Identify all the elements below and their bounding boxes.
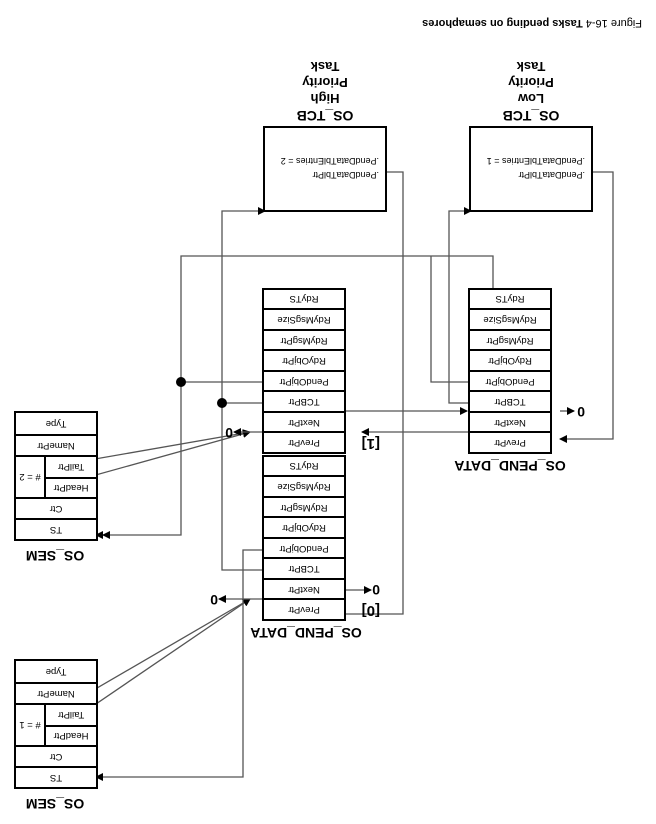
pend-high-1-prevptr: PrevPtr (264, 431, 344, 452)
junction-dot-pendobj (176, 377, 186, 387)
pend-low-tcbptr: TCBPtr (470, 390, 550, 411)
pend-low-rdyts: RdyTS (495, 292, 525, 304)
high0-tcbptr-wire (221, 207, 266, 571)
tcb-low-entries: .PendDataTblEntries = 1 (486, 156, 585, 166)
tcb-low-label: Low Priority Task (469, 58, 593, 106)
null-label-high1-prev: 0 (225, 425, 233, 441)
low-pendobj-wire (430, 256, 470, 383)
tcb-high-label-line-3: Task (310, 59, 340, 74)
tcb-low-label-line-3: Task (516, 59, 546, 74)
os-sem-1-box: TS Ctr HeadPtr TailPtr # = 1 NamePtr Typ… (14, 659, 98, 789)
pend-data-low-entry: PrevPtr NextPtr TCBPtr PendObjPtr RdyObj… (468, 288, 552, 454)
pend-low-rdyobjptr: RdyObjPtr (470, 349, 550, 370)
pend-high-0-rdymsgptr: RdyMsgPtr (264, 496, 344, 517)
os-sem-1-field-ctr: Ctr (16, 745, 96, 766)
tcb-low-label-line-1: Low (518, 91, 544, 106)
pend-data-low-title: OS_PEND_DATA (454, 458, 566, 474)
junction-dot-tcb (217, 398, 227, 408)
pend-high-0-rdyts: RdyTS (289, 459, 319, 471)
figure-label: Figure 16-4 (582, 17, 642, 29)
pend-high-0-pendobjptr: PendObjPtr (264, 537, 344, 558)
os-sem-2-field-nameptr: NamePtr (16, 434, 96, 455)
os-sem-1-count: # = 1 (16, 705, 46, 745)
high0-pendobj-wire (95, 549, 264, 781)
low-tcbptr-wire (448, 207, 472, 404)
pend-high-0-rdymsgsize: RdyMsgSize (264, 475, 344, 496)
pend-data-high-index-1: [1] (361, 435, 380, 452)
tcb-high-label-line-1: High (310, 91, 340, 106)
figure-caption: Figure 16-4 Tasks pending on semaphores (422, 17, 642, 29)
pend-low-rdymsgptr: RdyMsgPtr (470, 329, 550, 350)
tcb-high-entries: .PendDataTblEntries = 2 (280, 156, 379, 166)
pend-high-0-tcbptr: TCBPtr (264, 557, 344, 578)
os-sem-2-field-headptr: HeadPtr (46, 477, 96, 497)
pend-low-pendobjptr: PendObjPtr (470, 370, 550, 391)
null-label-high0-prev: 0 (210, 592, 218, 608)
os-sem-1-field-headptr: HeadPtr (46, 725, 96, 745)
pend-data-high-index-0: [0] (361, 602, 380, 619)
os-sem-2-list-group: HeadPtr TailPtr # = 2 (16, 455, 96, 497)
tcb-low-label-line-2: Priority (508, 75, 554, 90)
pend-data-high-title: OS_PEND_DATA (250, 625, 362, 641)
tcb-low-tbl-wire (559, 171, 614, 443)
tcb-high-tbl-ptr: .PendDataTblPtr (312, 170, 379, 180)
os-sem-1-field-ts: TS (16, 766, 96, 787)
pend-high-1-rdymsgsize: RdyMsgSize (264, 308, 344, 329)
tcb-high-title: OS_TCB (296, 108, 354, 124)
pend-high-1-pendobjptr: PendObjPtr (264, 370, 344, 391)
sem2-type-wire (95, 531, 103, 539)
pend-low-nextptr: NextPtr (470, 411, 550, 432)
tcb-low-box: .PendDataTblPtr .PendDataTblEntries = 1 (469, 126, 593, 212)
pend-high-1-rdyts: RdyTS (289, 292, 319, 304)
os-sem-1-list-group: HeadPtr TailPtr # = 1 (16, 703, 96, 745)
tcb-low-title: OS_TCB (502, 108, 560, 124)
null-label-low-next: 0 (577, 404, 585, 420)
pend-high-1-rdyobjptr: RdyObjPtr (264, 349, 344, 370)
pend-low-rdymsgsize: RdyMsgSize (470, 308, 550, 329)
pend-data-high-entry-1: PrevPtr NextPtr TCBPtr PendObjPtr RdyObj… (262, 288, 346, 454)
pend-high-1-rdymsgptr: RdyMsgPtr (264, 329, 344, 350)
os-sem-1-title: OS_SEM (25, 796, 85, 812)
tcb-low-tbl-ptr: .PendDataTblPtr (518, 170, 585, 180)
tcb-high-label: High Priority Task (263, 58, 387, 106)
os-sem-1-field-tailptr: TailPtr (57, 709, 85, 721)
os-sem-2-field-ctr: Ctr (16, 497, 96, 518)
pend-high-0-nextptr: NextPtr (264, 578, 344, 599)
os-sem-2-box: TS Ctr HeadPtr TailPtr # = 2 NamePtr Typ… (14, 411, 98, 541)
pend-high-0-rdyobjptr: RdyObjPtr (264, 516, 344, 537)
tcb-high-box: .PendDataTblPtr .PendDataTblEntries = 2 (263, 126, 387, 212)
os-sem-2-field-ts: TS (16, 518, 96, 539)
os-sem-1-field-nameptr: NamePtr (16, 682, 96, 703)
tcb-high-label-line-2: Priority (302, 75, 348, 90)
pend-low-prevptr: PrevPtr (470, 431, 550, 452)
pend-high-1-tcbptr: TCBPtr (264, 390, 344, 411)
null-label-high0-next: 0 (372, 582, 380, 598)
pend-high-0-prevptr: PrevPtr (264, 598, 344, 619)
pend-high-1-nextptr: NextPtr (264, 411, 344, 432)
os-sem-2-field-type: Type (45, 418, 67, 429)
os-sem-2-count: # = 2 (16, 457, 46, 497)
pend-data-high-entry-0: PrevPtr NextPtr TCBPtr PendObjPtr RdyObj… (262, 455, 346, 621)
figure-title: Tasks pending on semaphores (422, 17, 583, 29)
os-sem-1-field-type: Type (45, 666, 67, 677)
os-sem-2-title: OS_SEM (25, 548, 85, 564)
os-sem-2-field-tailptr: TailPtr (57, 461, 85, 473)
